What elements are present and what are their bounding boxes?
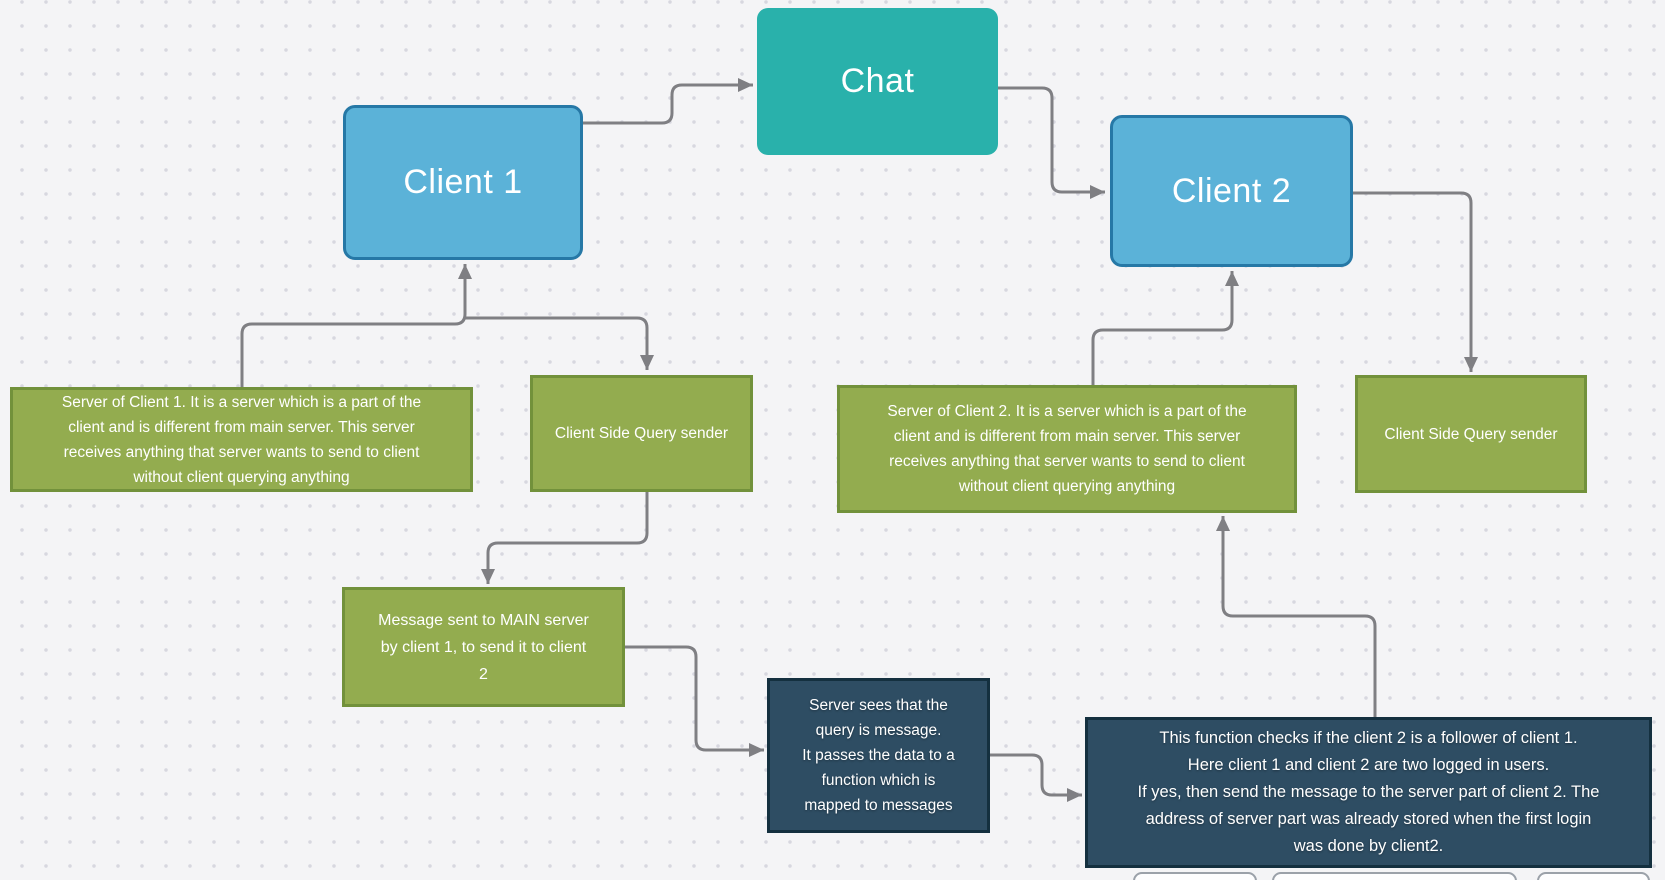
node-client-2[interactable]: Client 2 — [1110, 115, 1353, 267]
node-chat[interactable]: Chat — [757, 8, 998, 155]
node-server-sees-query[interactable]: Server sees that the query is message. I… — [767, 678, 990, 833]
connector-dark2-server2[interactable] — [1216, 516, 1377, 717]
connector-client1-chat[interactable] — [583, 78, 753, 125]
bottom-partial-shape-2[interactable] — [1272, 872, 1517, 880]
node-follower-check-function[interactable]: This function checks if the client 2 is … — [1085, 717, 1652, 868]
node-message-to-main-server[interactable]: Message sent to MAIN server by client 1,… — [342, 587, 625, 707]
node-client-side-query-sender-2[interactable]: Client Side Query sender — [1355, 375, 1587, 493]
node-client-side-query-sender-1[interactable]: Client Side Query sender — [530, 375, 753, 492]
connector-csq1-msg[interactable] — [481, 492, 649, 584]
connector-msg-dark1[interactable] — [625, 645, 764, 757]
connector-dark1-dark2[interactable] — [990, 753, 1082, 802]
node-server-of-client-1[interactable]: Server of Client 1. It is a server which… — [10, 387, 473, 492]
node-server-of-client-2[interactable]: Server of Client 2. It is a server which… — [837, 385, 1297, 513]
bottom-partial-shape-3[interactable] — [1537, 872, 1650, 880]
connector-server2-client2[interactable] — [1091, 271, 1239, 385]
connector-client1-csq1[interactable] — [465, 316, 654, 370]
bottom-partial-shape-1[interactable] — [1133, 872, 1257, 880]
node-client-1[interactable]: Client 1 — [343, 105, 583, 260]
connector-chat-client2[interactable] — [998, 86, 1105, 199]
connector-client2-csq2[interactable] — [1353, 191, 1478, 372]
connector-server1-client1[interactable] — [240, 264, 472, 387]
